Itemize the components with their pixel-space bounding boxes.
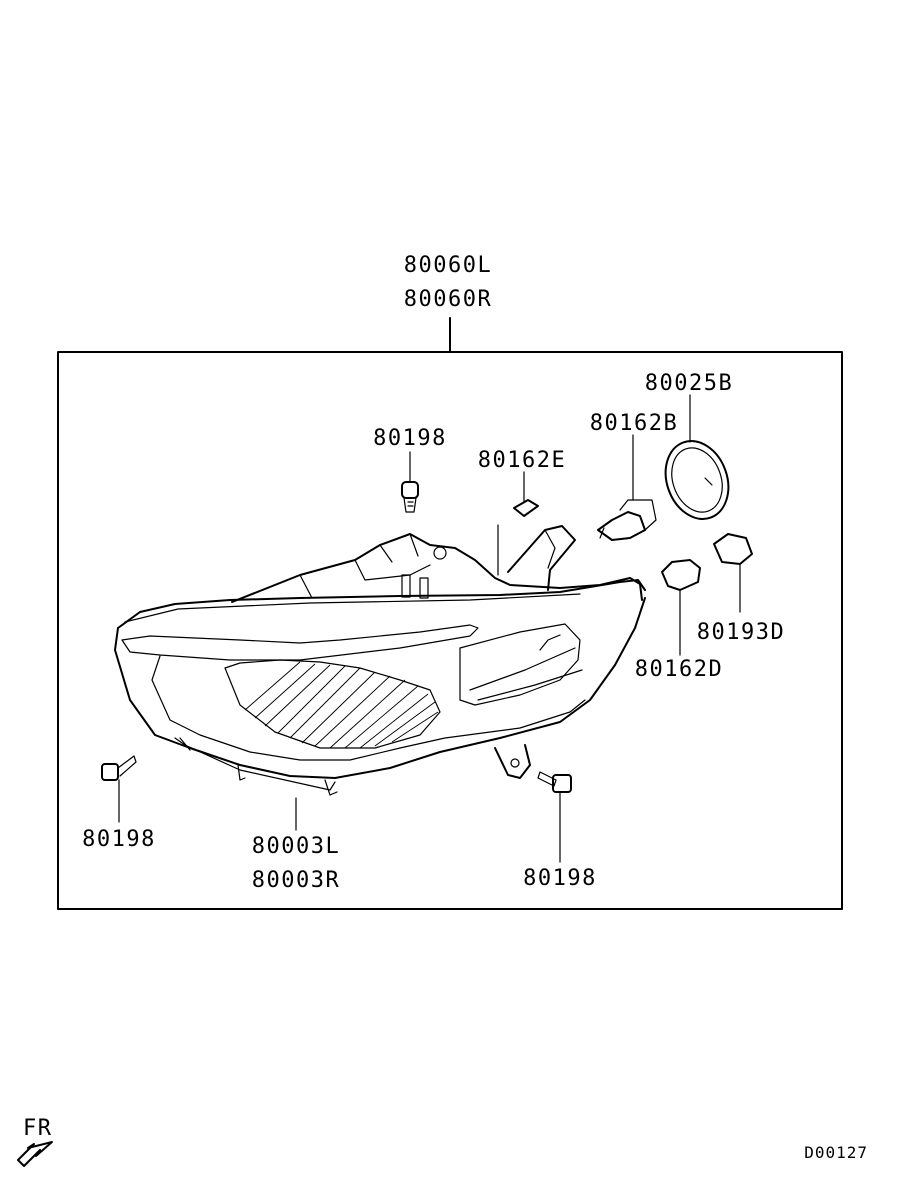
label-main-bulb: 80162B <box>590 411 678 436</box>
turn-socket-80193D <box>713 533 753 613</box>
screw-top <box>401 451 419 513</box>
label-small-bulb: 80162E <box>478 448 566 473</box>
assembly-frame <box>57 351 843 910</box>
small-bulb-80162E <box>497 471 539 576</box>
label-assembly-left: 80060L <box>404 253 492 278</box>
front-arrow-icon <box>17 1141 53 1167</box>
direction-label: FR <box>23 1116 53 1141</box>
label-screw-bottom: 80198 <box>523 866 597 891</box>
label-socket-ring: 80025B <box>645 371 733 396</box>
reflector-hatching <box>244 661 439 749</box>
label-turn-socket: 80193D <box>697 620 785 645</box>
label-assembly-right: 80060R <box>404 287 492 312</box>
turn-bulb-80162D <box>661 559 701 656</box>
screw-left <box>101 755 137 823</box>
main-bulb-80162B <box>597 434 657 541</box>
socket-ring-80025B <box>664 394 730 520</box>
label-lens-right: 80003R <box>252 868 340 893</box>
label-screw-top: 80198 <box>373 426 447 451</box>
headlamp-housing <box>114 525 646 796</box>
label-lens-left: 80003L <box>252 834 340 859</box>
label-screw-left: 80198 <box>82 827 156 852</box>
diagram-code: D00127 <box>804 1143 868 1162</box>
label-turn-bulb: 80162D <box>635 657 723 682</box>
screw-bottom <box>537 771 572 863</box>
